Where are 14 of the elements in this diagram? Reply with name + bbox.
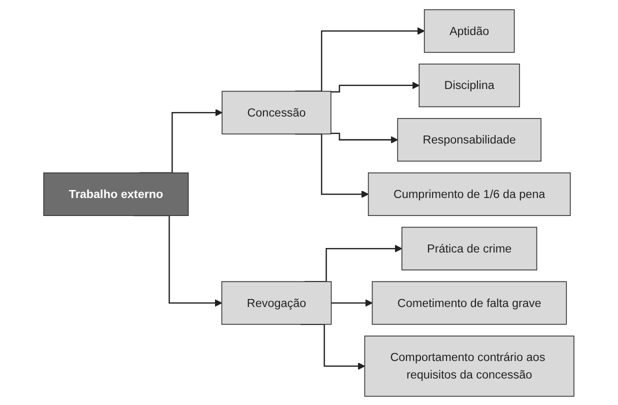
- node-box: Concessão: [222, 90, 332, 134]
- node-box: Trabalho externo: [43, 172, 189, 216]
- arrow: [300, 323, 366, 370]
- node-box: Responsabilidade: [397, 118, 542, 162]
- node-box: Aptidão: [424, 8, 515, 52]
- arrow: [331, 298, 373, 306]
- arrow: [331, 132, 398, 143]
- node-box: Cumprimento de 1/6 da pena: [368, 172, 571, 216]
- node-box: Disciplina: [418, 63, 520, 107]
- arrow: [331, 81, 420, 92]
- node-box: Cometimento de falta grave: [372, 280, 567, 324]
- node-box: Prática de crime: [402, 226, 538, 270]
- node-box: Comportamento contrário aos requisitos da concessão: [364, 335, 575, 396]
- node-box: Revogação: [222, 280, 332, 324]
